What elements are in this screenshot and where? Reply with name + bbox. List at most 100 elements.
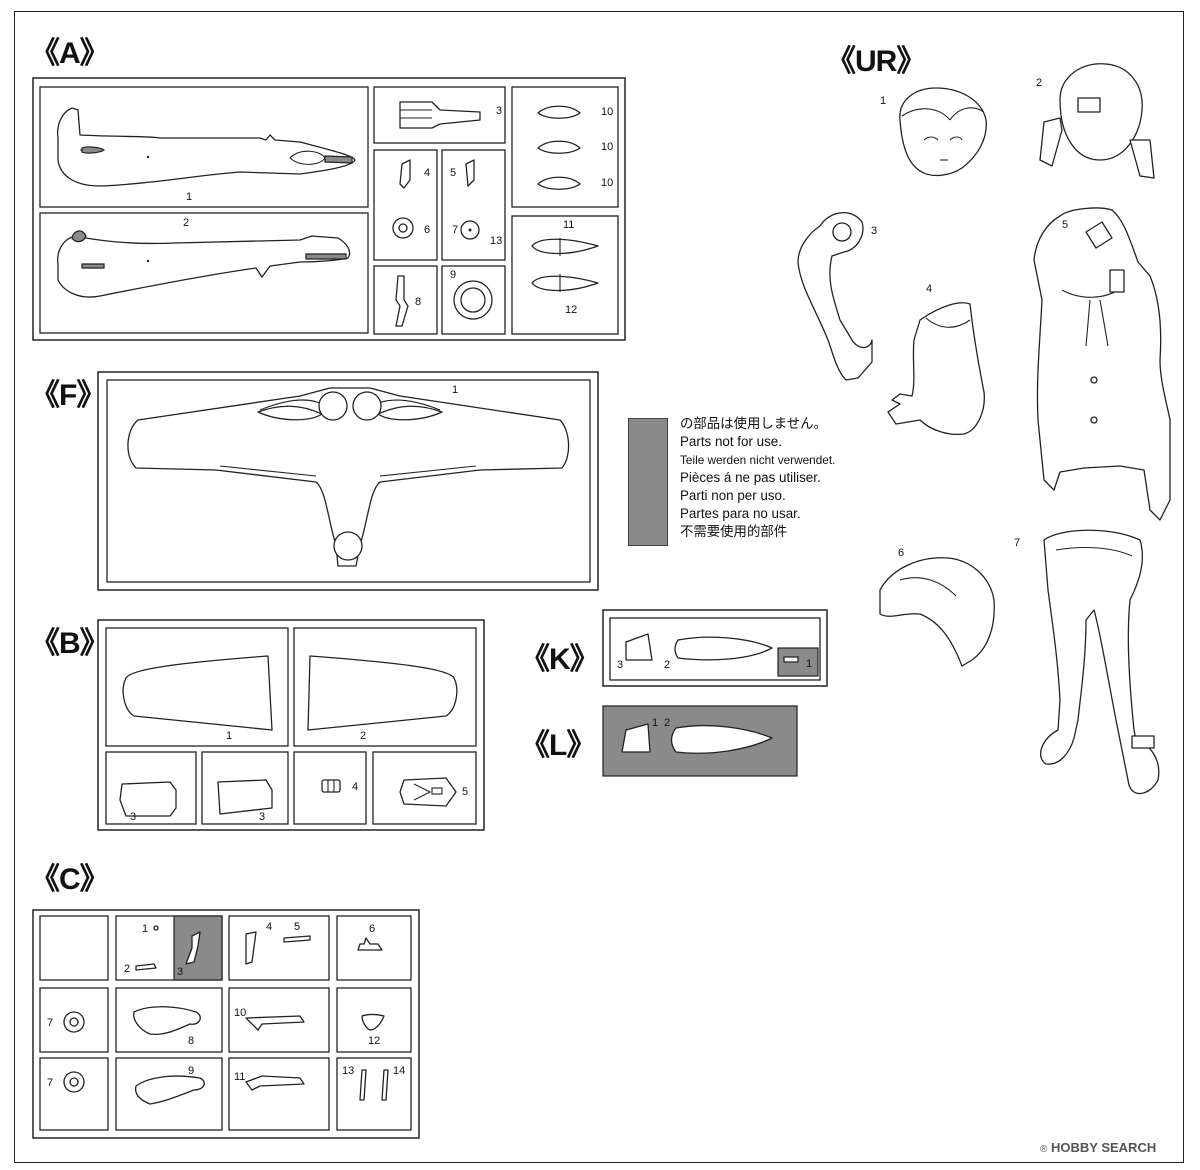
part-number: 1 (142, 923, 148, 935)
part-ur4-arm-left (887, 302, 985, 436)
part-c7 (63, 1071, 85, 1093)
part-ur1-head (899, 87, 987, 177)
part-k3 (625, 633, 653, 661)
sprue-label-f: 《F》 (30, 379, 106, 412)
part-a11 (531, 238, 599, 255)
part-c13 (359, 1069, 367, 1101)
part-number: 3 (871, 225, 877, 237)
part-k2 (674, 636, 773, 661)
part-number: 5 (1062, 219, 1068, 231)
part-c4 (245, 931, 257, 965)
part-ur7-legs (1040, 529, 1160, 795)
part-number: 9 (188, 1065, 194, 1077)
part-number: 2 (124, 963, 130, 975)
part-a5 (465, 159, 475, 187)
part-number: 11 (234, 1071, 245, 1083)
sprue-label-a: 《A》 (30, 37, 110, 70)
part-number: 10 (234, 1007, 246, 1019)
part-a1-fuselage-left (56, 107, 356, 187)
legend-line-fr: Pièces á ne pas utiliser. (680, 470, 821, 485)
part-b3 (217, 779, 273, 815)
part-number: 12 (565, 304, 577, 316)
part-c8 (133, 1006, 201, 1036)
legend-line-zh: 不需要使用的部件 (680, 524, 788, 539)
part-number: 9 (450, 269, 456, 281)
part-a2-fuselage-right (57, 230, 351, 298)
part-number: 2 (183, 217, 189, 229)
sprue-label-b: 《B》 (30, 627, 110, 660)
part-c10 (245, 1015, 305, 1031)
part-number: 6 (898, 547, 904, 559)
part-number: 6 (369, 923, 375, 935)
part-number: 8 (415, 296, 421, 308)
part-number: 13 (490, 235, 502, 247)
part-b4 (321, 779, 341, 793)
part-number: 10 (601, 106, 613, 118)
part-ur3-arm-right (797, 212, 873, 381)
part-number: 3 (177, 966, 183, 978)
part-b2-wing-upper-right (307, 655, 458, 731)
part-b3 (119, 781, 177, 817)
part-number: 7 (47, 1017, 53, 1029)
part-number: 13 (342, 1065, 354, 1077)
part-number: 5 (294, 921, 300, 933)
part-a4 (399, 159, 411, 189)
part-a6 (392, 217, 414, 239)
legend-lines: の部品は使用しません。 Parts not for use. Teile wer… (680, 415, 835, 541)
legend-line-it: Parti non per uso. (680, 488, 786, 503)
watermark-brand: HOBBY SEARCH (1051, 1140, 1157, 1155)
part-a10 (537, 176, 581, 190)
part-number: 1 (652, 717, 658, 729)
part-a10 (537, 140, 581, 154)
watermark-registered: ® (1040, 1144, 1048, 1155)
part-number: 7 (452, 224, 458, 236)
part-number: 4 (266, 921, 272, 933)
part-c12 (361, 1013, 385, 1031)
part-number: 12 (368, 1035, 380, 1047)
legend-line-de: Teile werden nicht verwendet. (680, 453, 836, 467)
part-a12 (531, 275, 599, 292)
part-ur5-torso (1033, 207, 1171, 521)
part-number: 4 (424, 167, 430, 179)
part-b1-wing-upper-left (122, 655, 273, 731)
part-number: 7 (47, 1077, 53, 1089)
part-b5 (399, 777, 457, 807)
part-ur2-cap (1039, 63, 1155, 179)
part-number: 14 (393, 1065, 405, 1077)
part-a7 (460, 220, 480, 240)
part-number: 2 (360, 730, 366, 742)
part-number: 1 (186, 191, 192, 203)
part-number: 3 (259, 811, 265, 823)
part-number: 5 (450, 167, 456, 179)
sprue-label-k: 《K》 (520, 643, 600, 676)
part-a9 (453, 280, 493, 320)
part-number: 5 (462, 786, 468, 798)
part-ur6-collar (879, 557, 995, 667)
sprue-label-l: 《L》 (520, 729, 596, 762)
part-number: 6 (424, 224, 430, 236)
unused-swatch (628, 418, 668, 546)
part-c7 (63, 1011, 85, 1033)
part-number: 3 (617, 659, 623, 671)
part-number: 3 (130, 811, 136, 823)
part-c2 (135, 963, 157, 971)
sprue-a-frame (32, 77, 626, 341)
part-f1-lower-wing (127, 387, 570, 567)
part-number: 1 (452, 384, 458, 396)
legend-line-ja: の部品は使用しません。 (680, 416, 827, 431)
part-number: 4 (926, 283, 932, 295)
part-l1 (621, 723, 651, 753)
part-c5 (283, 935, 311, 943)
part-number: 11 (563, 219, 574, 231)
sprue-label-c: 《C》 (30, 863, 110, 896)
instruction-sheet-frame (14, 11, 1184, 1163)
part-c14 (381, 1069, 389, 1101)
sprue-label-ur: 《UR》 (826, 45, 926, 78)
part-number: 2 (664, 659, 670, 671)
part-number: 3 (496, 105, 502, 117)
part-a3 (399, 101, 481, 129)
part-number: 7 (1014, 537, 1020, 549)
part-number: 1 (806, 658, 812, 670)
watermark: ® HOBBY SEARCH (1040, 1140, 1156, 1155)
